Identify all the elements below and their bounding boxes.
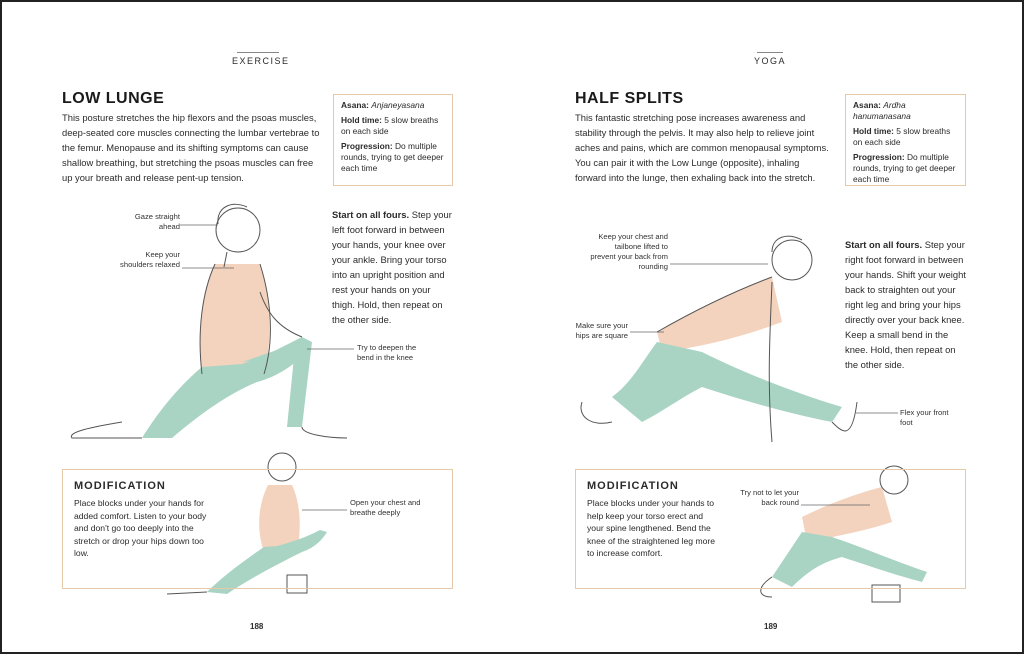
label-back-round: Try not to let your back round bbox=[740, 488, 799, 507]
section-header: EXERCISE bbox=[232, 56, 290, 66]
page-title: HALF SPLITS bbox=[575, 90, 684, 107]
asana-label: Asana: bbox=[853, 100, 881, 110]
modification-title: MODIFICATION bbox=[74, 480, 166, 492]
instructions-text: Step your right foot forward in between … bbox=[845, 239, 966, 370]
asana-label: Asana: bbox=[341, 100, 369, 110]
modification-text: Place blocks under your hands to help ke… bbox=[587, 498, 716, 558]
label-shoulders: Keep your shoulders relaxed bbox=[120, 250, 180, 269]
info-box: Asana: Ardha hanumanasana Hold time: 5 s… bbox=[845, 94, 966, 186]
info-box: Asana: Anjaneyasana Hold time: 5 slow br… bbox=[333, 94, 453, 186]
hold-value: 5 slow breaths on each side bbox=[341, 115, 439, 136]
label-flex-foot: Flex your front foot bbox=[900, 408, 949, 427]
progression-label: Progression: bbox=[341, 141, 393, 151]
page-number: 189 bbox=[764, 622, 778, 631]
hold-label: Hold time: bbox=[853, 126, 894, 136]
hold-label: Hold time: bbox=[341, 115, 382, 125]
progression-value: Do multiple rounds, trying to get deeper… bbox=[853, 152, 956, 184]
half-splits-mod-figure bbox=[760, 465, 927, 603]
modification-box bbox=[575, 469, 966, 589]
asana-value: Ardha hanumanasana bbox=[853, 100, 911, 121]
modification-text: Place blocks under your hands for added … bbox=[74, 498, 207, 558]
instructions-text: Step your left foot forward in between y… bbox=[332, 209, 452, 325]
section-header: YOGA bbox=[753, 56, 786, 66]
half-splits-figure bbox=[580, 235, 858, 443]
page-number: 188 bbox=[250, 622, 264, 631]
page-title: LOW LUNGE bbox=[62, 90, 165, 107]
callout-lines bbox=[180, 224, 898, 511]
progression-value: Do multiple rounds, trying to get deeper… bbox=[341, 141, 444, 173]
instructions: Start on all fours. Step your right foot… bbox=[845, 237, 967, 372]
asana-value: Anjaneyasana bbox=[371, 100, 425, 110]
instructions: Start on all fours. Step your left foot … bbox=[332, 207, 454, 327]
progression-label: Progression: bbox=[853, 152, 905, 162]
instructions-lead: Start on all fours. bbox=[845, 239, 923, 250]
modification-box bbox=[62, 469, 453, 589]
header-rule bbox=[237, 52, 279, 53]
label-hips: Make sure your hips are square bbox=[575, 321, 628, 340]
intro-text: This fantastic stretching pose increases… bbox=[575, 112, 829, 183]
label-knee: Try to deepen the bend in the knee bbox=[357, 343, 417, 362]
low-lunge-mod-figure bbox=[166, 452, 327, 595]
header-rule bbox=[757, 52, 783, 53]
modification-title: MODIFICATION bbox=[587, 480, 679, 492]
low-lunge-figure bbox=[70, 203, 348, 439]
label-chest-tailbone: Keep your chest and tailbone lifted to p… bbox=[590, 232, 668, 271]
hold-value: 5 slow breaths on each side bbox=[853, 126, 951, 147]
instructions-lead: Start on all fours. bbox=[332, 209, 410, 220]
label-gaze: Gaze straight ahead bbox=[134, 212, 180, 231]
intro-text: This posture stretches the hip flexors a… bbox=[62, 112, 320, 183]
label-chest: Open your chest and breathe deeply bbox=[350, 498, 421, 517]
